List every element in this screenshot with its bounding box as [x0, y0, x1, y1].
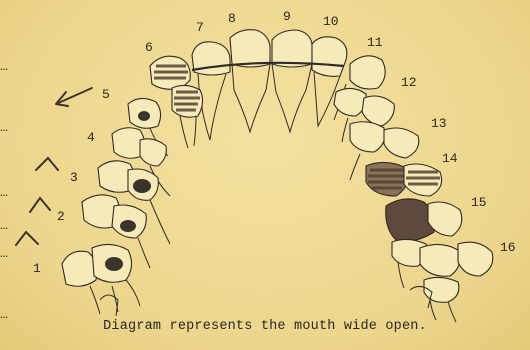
tooth-number-4: 4: [87, 130, 95, 145]
tooth-number-14: 14: [442, 151, 458, 166]
dot-leader: …: [0, 59, 8, 74]
dot-leader: …: [0, 218, 8, 233]
tooth-number-6: 6: [145, 40, 153, 55]
tooth-9: [272, 30, 312, 132]
dot-leader: …: [0, 246, 8, 261]
tooth-number-11: 11: [367, 35, 383, 50]
tooth-number-2: 2: [57, 209, 65, 224]
tooth-number-1: 1: [33, 261, 41, 276]
arrow-mark: [30, 198, 50, 212]
tooth-number-8: 8: [228, 11, 236, 26]
tooth-1: [62, 244, 140, 314]
tooth-14: [366, 162, 442, 196]
tooth-number-15: 15: [471, 195, 487, 210]
tooth-number-3: 3: [70, 170, 78, 185]
annotation-arrows: [16, 88, 92, 245]
diagram-caption: Diagram represents the mouth wide open.: [0, 319, 530, 334]
tooth-number-5: 5: [102, 87, 110, 102]
arrow-mark: [56, 88, 92, 106]
dot-leader: …: [0, 185, 8, 200]
tooth-number-12: 12: [401, 75, 417, 90]
dot-leader: …: [0, 120, 8, 135]
tooth-8: [230, 30, 270, 132]
tooth-number-13: 13: [431, 116, 447, 131]
arrow-mark: [36, 158, 58, 170]
lower-crown-outline: [100, 295, 118, 316]
margin-dot-leaders: … … … … … …: [0, 59, 8, 322]
tooth-number-10: 10: [323, 14, 339, 29]
tooth-number-7: 7: [196, 20, 204, 35]
arrow-mark: [16, 232, 38, 245]
tooth-number-9: 9: [283, 9, 291, 24]
tooth-number-16: 16: [500, 240, 516, 255]
tooth-16: [420, 242, 493, 322]
